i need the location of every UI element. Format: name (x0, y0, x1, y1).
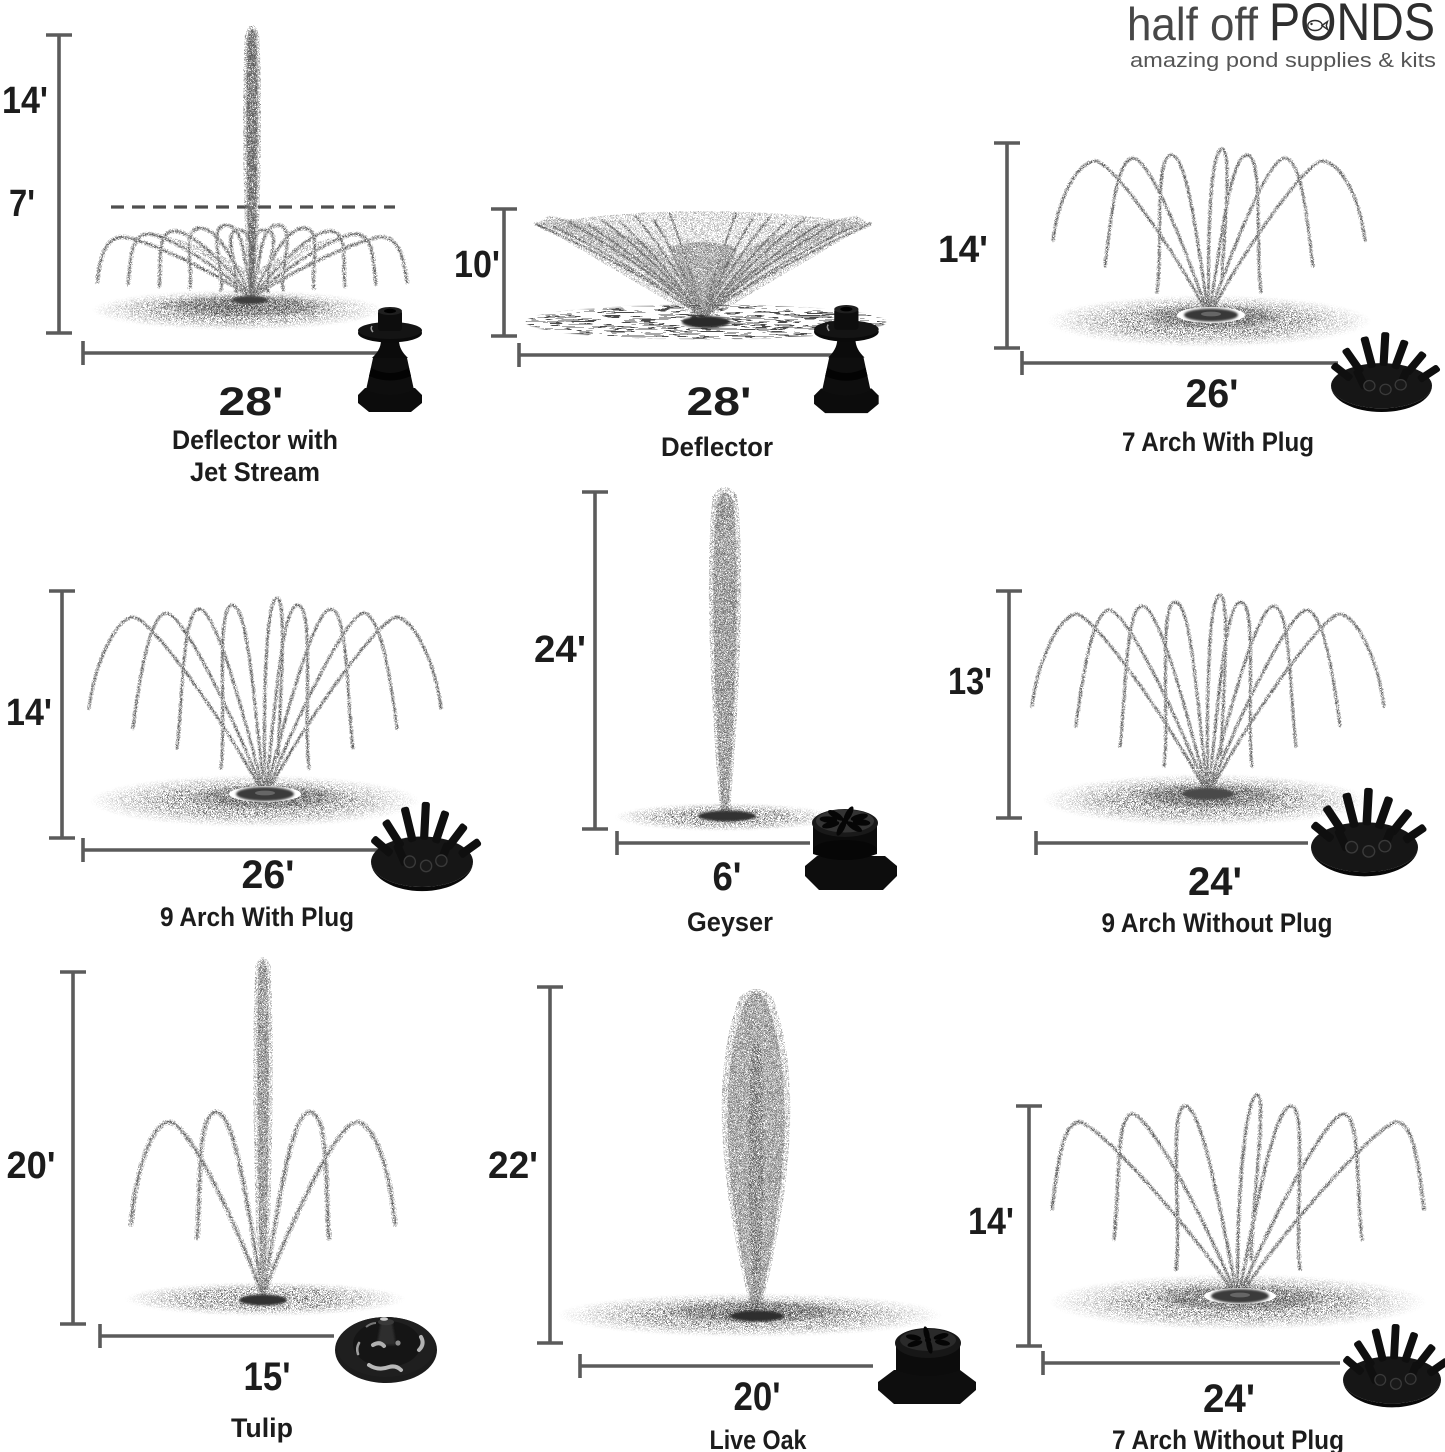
svg-text:Deflector: Deflector (661, 432, 773, 462)
svg-text:6': 6' (713, 855, 742, 899)
svg-text:20': 20' (734, 1375, 781, 1419)
svg-text:Tulip: Tulip (231, 1413, 293, 1443)
svg-text:9 Arch Without Plug: 9 Arch Without Plug (1102, 908, 1333, 938)
svg-text:7 Arch Without Plug: 7 Arch Without Plug (1112, 1425, 1344, 1452)
svg-text:24': 24' (1188, 860, 1242, 904)
svg-text:9 Arch With Plug: 9 Arch With Plug (160, 902, 354, 932)
svg-text:20': 20' (7, 1145, 56, 1187)
svg-text:half off: half off (1127, 0, 1258, 50)
svg-text:amazing pond supplies & kits: amazing pond supplies & kits (1130, 50, 1436, 72)
svg-text:Jet Stream: Jet Stream (190, 457, 320, 487)
svg-text:22': 22' (488, 1145, 538, 1187)
svg-text:Live Oak: Live Oak (710, 1425, 808, 1452)
svg-text:24': 24' (1203, 1377, 1255, 1421)
svg-text:28': 28' (219, 380, 284, 424)
svg-text:PONDS: PONDS (1269, 0, 1435, 52)
svg-text:14': 14' (6, 692, 52, 734)
svg-text:7 Arch With Plug: 7 Arch With Plug (1122, 427, 1314, 457)
svg-text:13': 13' (948, 661, 992, 703)
svg-text:26': 26' (1186, 372, 1239, 416)
svg-text:28': 28' (687, 380, 752, 424)
svg-text:14': 14' (968, 1201, 1014, 1243)
svg-text:Geyser: Geyser (687, 907, 773, 937)
svg-text:14': 14' (938, 229, 988, 271)
svg-text:10': 10' (454, 244, 500, 286)
svg-text:7': 7' (9, 183, 35, 225)
svg-text:26': 26' (242, 853, 295, 897)
svg-text:24': 24' (534, 629, 586, 671)
svg-text:14': 14' (2, 80, 48, 122)
svg-text:Deflector with: Deflector with (172, 425, 338, 455)
svg-text:15': 15' (244, 1355, 291, 1399)
